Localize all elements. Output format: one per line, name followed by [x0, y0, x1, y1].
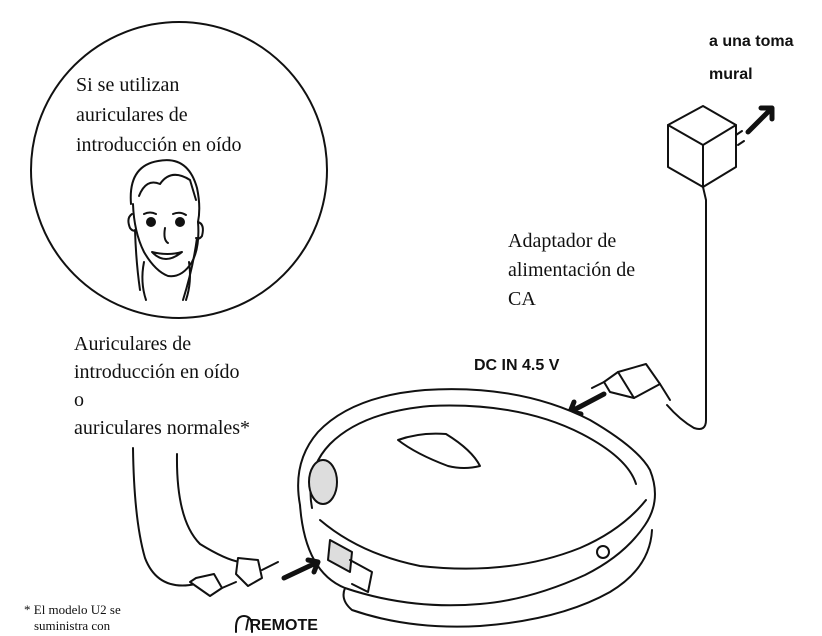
earphones-label: Auriculares de introducción en oído o au… — [74, 330, 250, 442]
earphones-label-line: auriculares normales* — [74, 417, 251, 439]
footnote: * El modelo U2 se suministra con — [24, 602, 121, 634]
woman-face-icon — [127, 159, 204, 301]
adapter-label: Adaptador de alimentación de CA — [508, 227, 635, 314]
outlet-label-line: mural — [709, 66, 753, 83]
circle-note-line: auriculares de — [76, 104, 188, 126]
earphones-label-line: o — [74, 389, 84, 411]
remote-jack-arrow — [281, 557, 321, 581]
earphones-label-line: introducción en oído — [74, 361, 240, 383]
footnote-line: * El modelo U2 se — [24, 602, 121, 617]
adapter-label-line: CA — [508, 288, 536, 310]
circle-note-line: introducción en oído — [76, 134, 242, 156]
dc-plug-icon — [591, 363, 671, 401]
footnote-line: suministra con — [34, 618, 111, 633]
callout-circle — [30, 21, 328, 319]
outlet-label: a una toma mural — [709, 25, 793, 91]
circle-note: Si se utilizan auriculares de introducci… — [76, 70, 242, 160]
earphone-cables-icon — [132, 447, 279, 597]
dc-in-arrow — [567, 391, 607, 417]
adapter-label-line: Adaptador de — [508, 230, 617, 252]
outlet-arrow — [745, 105, 775, 135]
outlet-label-line: a una toma — [709, 33, 794, 50]
dc-in-label: DC IN 4.5 V — [474, 357, 560, 374]
remote-label: /REMOTE — [245, 617, 318, 634]
circle-note-line: Si se utilizan — [76, 74, 180, 96]
adapter-label-line: alimentación de — [508, 259, 636, 281]
cd-player-icon — [297, 388, 656, 628]
earphones-label-line: Auriculares de — [74, 333, 192, 355]
ac-adapter-icon — [666, 105, 745, 430]
headphone-icon — [235, 615, 253, 633]
